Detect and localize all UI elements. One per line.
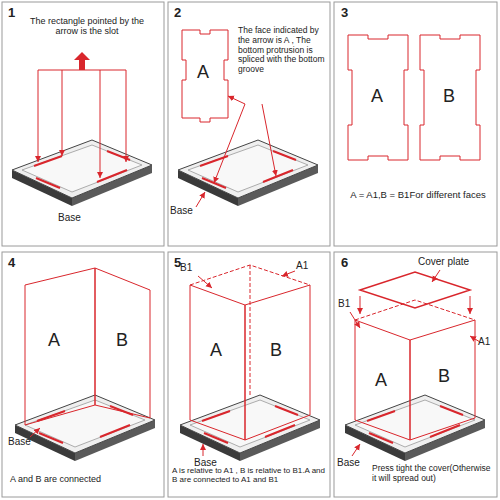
instruction-note: Press tight the cover(Otherwise it will … xyxy=(372,464,496,484)
instruction-note: A and B are connected xyxy=(10,474,160,484)
part-name: A xyxy=(210,340,222,361)
part-name: B xyxy=(116,330,128,351)
step-number: 4 xyxy=(8,256,15,271)
part-name: Cover plate xyxy=(418,256,469,268)
part-name: B1 xyxy=(180,262,192,274)
part-name: Base xyxy=(337,457,360,469)
step-number: 1 xyxy=(8,6,15,21)
step-number: 6 xyxy=(341,256,348,271)
instruction-note: The rectangle pointed by the arrow is th… xyxy=(22,16,152,37)
part-name: Base xyxy=(58,212,81,224)
part-name: A1 xyxy=(478,336,490,348)
part-name: A xyxy=(48,330,60,351)
instruction-note: The face indicated by the arrow is A , T… xyxy=(238,26,330,75)
part-name: B xyxy=(438,366,450,387)
part-name: B xyxy=(270,340,282,361)
part-name: A xyxy=(375,370,387,391)
instruction-note: A is relative to A1 , B is relative to B… xyxy=(172,466,328,484)
step-number: 3 xyxy=(341,6,348,21)
part-name: Base xyxy=(170,205,193,217)
part-name: B1 xyxy=(338,298,350,310)
part-name: A1 xyxy=(296,260,308,272)
instruction-note: A = A1,B = B1For different faces xyxy=(342,190,494,201)
part-name: Base xyxy=(8,436,31,448)
step-number: 2 xyxy=(174,6,181,21)
part-name: A xyxy=(197,62,209,83)
part-name: A xyxy=(371,86,383,107)
part-name: B xyxy=(443,86,455,107)
